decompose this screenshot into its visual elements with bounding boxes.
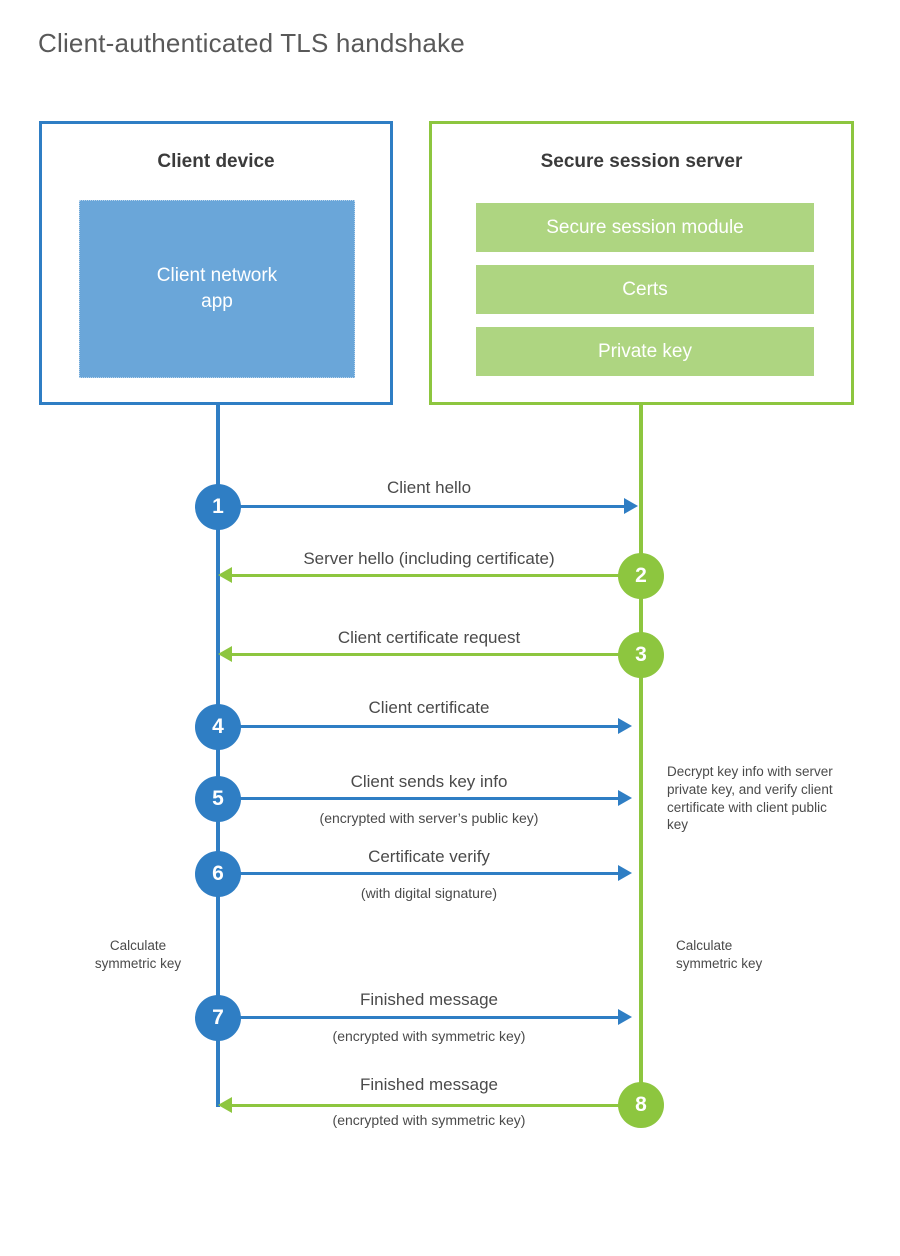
step-1-marker[interactable]: 1 <box>195 484 241 530</box>
step-2-arrow-line <box>232 574 624 577</box>
step-5-sublabel: (encrypted with server’s public key) <box>319 810 539 826</box>
step-5-marker[interactable]: 5 <box>195 776 241 822</box>
secure-session-server-box: Secure session server Secure session mod… <box>429 121 854 405</box>
step-1-arrow-head-icon <box>624 498 638 514</box>
step-5-arrow-head-icon <box>618 790 632 806</box>
step-8-arrow-head-icon <box>218 1097 232 1113</box>
server-component-private-key: Private key <box>476 327 814 376</box>
step-4-label: Client certificate <box>368 698 490 717</box>
step-4-arrow-head-icon <box>618 718 632 734</box>
step-8-label: Finished message <box>360 1075 498 1094</box>
step-7-arrow-head-icon <box>618 1009 632 1025</box>
step-6-marker[interactable]: 6 <box>195 851 241 897</box>
client-network-app-label: Client network app <box>156 265 278 312</box>
step-6-sublabel: (with digital signature) <box>360 885 498 901</box>
step-1-label: Client hello <box>386 478 472 497</box>
client-calculate-symmetric-key-note: Calculate symmetric key <box>94 938 182 971</box>
step-7-arrow-line <box>218 1016 618 1019</box>
client-device-title: Client device <box>157 151 275 172</box>
step-6-label: Certificate verify <box>368 847 490 866</box>
step-5-label: Client sends key info <box>350 772 508 791</box>
server-calculate-symmetric-key-note: Calculate symmetric key <box>676 938 763 971</box>
step-4-arrow-line <box>218 725 618 728</box>
step-4-marker[interactable]: 4 <box>195 704 241 750</box>
step-7-label: Finished message <box>360 990 498 1009</box>
client-network-app-block: Client network app <box>79 200 355 378</box>
server-decrypt-note: Decrypt key info with server private key… <box>667 764 833 833</box>
step-3-arrow-line <box>232 653 624 656</box>
step-3-arrow-head-icon <box>218 646 232 662</box>
step-1-arrow-line <box>218 505 624 508</box>
server-component-secure-session-module: Secure session module <box>476 203 814 252</box>
server-lifeline <box>639 405 643 1107</box>
client-device-box: Client device Client network app <box>39 121 393 405</box>
step-6-arrow-line <box>218 872 618 875</box>
step-6-arrow-head-icon <box>618 865 632 881</box>
step-8-arrow-line <box>232 1104 624 1107</box>
step-2-label: Server hello (including certificate) <box>303 549 555 568</box>
server-component-certs: Certs <box>476 265 814 314</box>
step-7-sublabel: (encrypted with symmetric key) <box>332 1028 526 1044</box>
step-5-arrow-line <box>218 797 618 800</box>
step-2-marker[interactable]: 2 <box>618 553 664 599</box>
step-8-sublabel: (encrypted with symmetric key) <box>332 1112 526 1128</box>
page-title: Client-authenticated TLS handshake <box>38 28 465 58</box>
step-7-marker[interactable]: 7 <box>195 995 241 1041</box>
step-2-arrow-head-icon <box>218 567 232 583</box>
client-lifeline <box>216 405 220 1107</box>
step-8-marker[interactable]: 8 <box>618 1082 664 1128</box>
secure-session-server-title: Secure session server <box>540 151 743 172</box>
step-3-label: Client certificate request <box>337 628 521 647</box>
step-3-marker[interactable]: 3 <box>618 632 664 678</box>
